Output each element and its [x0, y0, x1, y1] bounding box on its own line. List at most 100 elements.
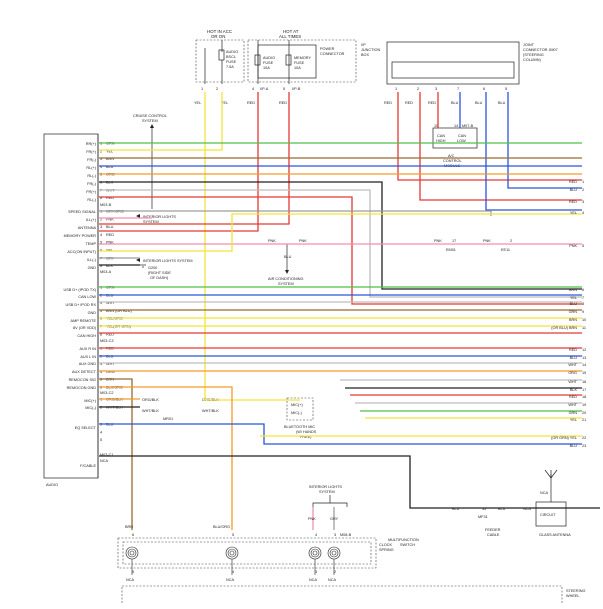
pin-wire-19: BRN (OR BLU) [106, 309, 132, 313]
right-num-9: 10 [582, 318, 586, 322]
pin-label-27: REMOCON SIG [69, 378, 96, 382]
pin-label-28: REMOCON GND [67, 386, 97, 390]
em-2: 2 [510, 239, 512, 243]
jc-pin-1: 1 [395, 87, 397, 91]
pin-label-8: SPEED SIGNAL [68, 210, 96, 214]
pin-num-11: 4 [100, 233, 102, 237]
jc-pin-7: 7 [457, 87, 459, 91]
pin-wire-10: BLU [106, 225, 114, 229]
right-num-17: 18 [582, 395, 586, 399]
pin-num-15: 8 [100, 264, 102, 268]
power-connector-1: POWER [320, 47, 335, 51]
mr01: MR01 [163, 417, 173, 421]
pin-num-22: 8 [100, 332, 102, 336]
pin-wire-22: RED [106, 332, 114, 336]
right-num-20: 21 [582, 418, 586, 422]
right-wire-12: BLU [570, 356, 578, 360]
can-pin-15: 15 [434, 124, 438, 128]
pin-label-11: MEMORY POWER [64, 234, 97, 238]
right-num-3: 4 [582, 211, 584, 215]
pin-label-22: CAN HIGH [77, 334, 96, 338]
ground-g200: G200 (RIGHT SIDE OF DASH) [140, 264, 171, 280]
pin-wire-4: ORG [106, 173, 115, 177]
wire-blu-2 [485, 92, 582, 211]
pin-num-1: 2 [100, 149, 102, 153]
bp-4: 4 [315, 533, 317, 537]
pin-label-2: FR(-) [87, 158, 97, 162]
pin-label-23: AUX R IN [80, 347, 97, 351]
fuse-audio-label-4: 7.5A [226, 65, 234, 69]
steering-2: WHEEL [566, 594, 580, 598]
bp-5: 5 [232, 533, 234, 537]
audio-fuse-1: AUDIO [263, 56, 275, 60]
bt-mic-3: FREE) [300, 435, 312, 439]
pin-num-27: 5 [100, 378, 102, 382]
pin-label-29: MIC(+) [84, 399, 96, 403]
jc-wire-1: RED [384, 101, 392, 105]
pin-label-20: AMP REMOTE [71, 319, 97, 323]
ground-1: G200 [148, 266, 157, 270]
right-num-7: 8 [582, 302, 584, 306]
hot-at-line1: HOT AT [283, 29, 299, 34]
pin-label-18: USB D+ IPOD RX [66, 303, 97, 307]
bw-brn: BRN [125, 525, 133, 529]
bp-3: 3 [334, 533, 336, 537]
pin-label-17: CAN LOW [78, 295, 96, 299]
wire-yel-3 [99, 213, 582, 252]
pin-label-15: GND [88, 266, 97, 270]
bt-mic-2: (W/ HANDS [296, 430, 317, 434]
wire-yel-2 [99, 92, 223, 151]
pin-label-25: AUX GND [79, 362, 97, 366]
audio-label: AUDIO [46, 483, 58, 487]
pin-num-9: 2 [100, 217, 102, 221]
jc-wire-2: RED [405, 101, 413, 105]
right-wire-13: WHT [568, 363, 577, 367]
ac-control-module: 15 14 M07-B CAN HIGH CAN LOW A/C CONTROL… [432, 124, 478, 168]
top-mid-fuse-box: HOT AT ALL TIMES POWER CONNECTOR AUDIO F… [247, 29, 380, 105]
blu-1: BLU [452, 507, 460, 511]
right-num-6: 7 [582, 296, 584, 300]
int-top-2: SYSTEM [319, 490, 335, 494]
can-conn: M07-B [462, 124, 474, 128]
tm-pin-4: 4 [252, 87, 254, 91]
int2: INTERIOR LIGHTS SYSTEM [143, 259, 193, 263]
jc-title-4: COLUMN) [523, 58, 541, 62]
mic-plus: MIC(+) [291, 403, 303, 407]
right-num-19: 20 [582, 411, 586, 415]
nca-4: NCA [328, 578, 336, 582]
right-num-0: 1 [582, 180, 584, 184]
pin-num-3: 4 [100, 165, 102, 169]
glass-antenna: GLASS ANTENNA [539, 533, 571, 537]
jc-wire-5: BLU [475, 101, 483, 105]
tm-conn-a: I/P-A [260, 87, 269, 91]
pin-wire-1: YEL [106, 149, 113, 153]
can-pin-14: 14 [454, 124, 458, 128]
pin-label-24: AUX L IN [80, 355, 96, 359]
audio-fuse-3: 10A [263, 66, 270, 70]
wire-org-3 [99, 386, 233, 530]
pin-num-19: 5 [100, 309, 102, 313]
right-wire-0: RED [569, 180, 577, 184]
pin-num-20: 6 [100, 317, 102, 321]
right-wire-6: YEL [570, 296, 577, 300]
pin-label-7: RL(-) [87, 198, 96, 202]
fuse-audio-label-3: FUSE [226, 60, 237, 64]
hot-acc-line2: OR ON [211, 34, 225, 39]
pin-num-2: 3 [100, 157, 102, 161]
clock-2: SPRING [379, 548, 394, 552]
pin-wire-2: BRN [106, 157, 114, 161]
right-wire-3: YEL [570, 211, 577, 215]
mfs-1: MULTIFUNCTION [388, 538, 419, 542]
right-num-4: 5 [582, 244, 584, 248]
mf-35: 35 [482, 507, 486, 511]
pin-num-12: 5 [100, 241, 102, 245]
bp-6: 6 [132, 533, 134, 537]
pin-wire-15: BLK [106, 264, 114, 268]
tm-wire-2: RED [279, 101, 287, 105]
right-wire-11: RED [569, 348, 577, 352]
mic-w1: ORG/BLK [142, 398, 159, 402]
blu-ac: BLU [284, 255, 292, 259]
